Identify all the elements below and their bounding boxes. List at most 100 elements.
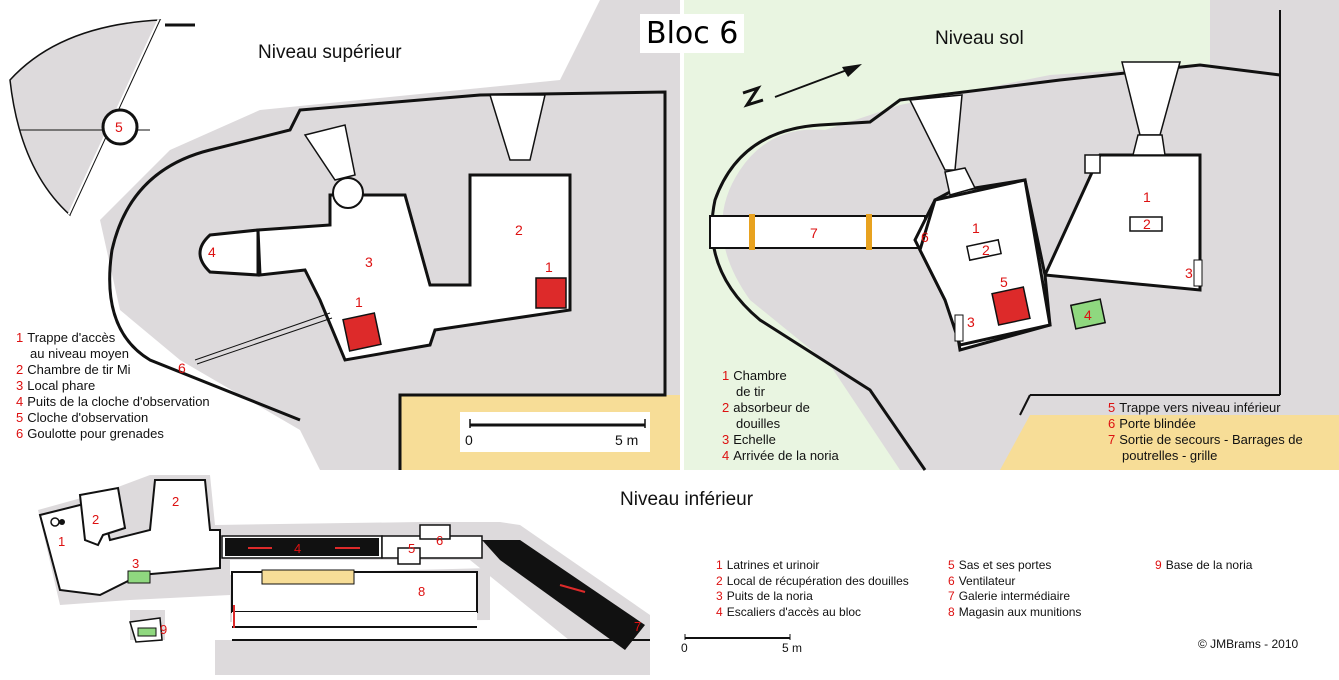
ground-level-plan: 7 6 1 2 5 1 2 3 3 4 [684, 0, 1339, 471]
legend-number: 3 [722, 432, 730, 447]
lower-label-2a: 2 [92, 512, 99, 527]
legend-number: 5 [16, 410, 24, 425]
legend-text: au niveau moyen [30, 346, 130, 361]
legend-text: Galerie intermédiaire [958, 589, 1071, 603]
legend-row: poutrelles - grille [1108, 448, 1303, 464]
ground-label-2b: 2 [1143, 216, 1151, 232]
upper-label-3: 3 [365, 254, 373, 270]
legend-text: poutrelles - grille [1122, 448, 1218, 463]
legend-number: 4 [716, 604, 723, 619]
lower-label-4: 4 [294, 541, 301, 556]
legend-number: 5 [948, 558, 955, 572]
scale-five-lower: 5 m [782, 641, 802, 655]
legend-text: Puits de la noria [726, 589, 813, 603]
lower-level-title: Niveau inférieur [620, 489, 754, 510]
legend-number: 7 [948, 589, 955, 603]
legend-number: 8 [948, 604, 955, 619]
upper-label-5: 5 [115, 119, 123, 135]
legend-text: Local phare [27, 378, 96, 393]
legend-text: douilles [736, 416, 781, 431]
legend-number: 3 [16, 378, 24, 393]
legend-text: Echelle [733, 432, 776, 447]
upper-level-plan: 0 5 m 5 4 3 2 1 1 6 [9, 0, 680, 470]
legend-number: 4 [16, 394, 24, 409]
legend-number: 9 [1155, 558, 1162, 572]
legend-text: Local de récupération des douilles [726, 573, 909, 588]
legend-number: 6 [1108, 416, 1116, 431]
lower-label-1: 1 [58, 534, 65, 549]
ground-label-3a: 3 [1185, 265, 1193, 281]
legend-text: Puits de la cloche d'observation [27, 394, 210, 409]
ground-label-5: 5 [1000, 274, 1008, 290]
upper-label-2: 2 [515, 222, 523, 238]
lower-label-6: 6 [436, 533, 443, 548]
lower-label-7: 7 [634, 619, 641, 634]
legend-text: Magasin aux munitions [958, 604, 1082, 619]
legend-number: 7 [1108, 432, 1116, 447]
ground-label-4: 4 [1084, 307, 1092, 323]
scale-zero-upper: 0 [465, 432, 473, 448]
legend-number: 2 [16, 362, 24, 377]
scale-five-upper: 5 m [615, 432, 638, 448]
ground-label-1a: 1 [972, 220, 980, 236]
legend-number: 3 [716, 589, 723, 603]
stairs-4 [225, 538, 379, 556]
legend-text: Trappe vers niveau inférieur [1119, 400, 1281, 415]
legend-row: de tir [722, 384, 839, 400]
legend-number: 6 [16, 426, 24, 441]
lower-label-5: 5 [408, 541, 415, 556]
legend-row: douilles [722, 416, 839, 432]
legend-text: Trappe d'accès [27, 330, 116, 345]
legend-text: Latrines et urinoir [726, 558, 820, 572]
legend-text: Sortie de secours - Barrages de [1119, 432, 1303, 447]
legend-text: de tir [736, 384, 765, 399]
upper-label-1b: 1 [355, 294, 363, 310]
upper-label-4: 4 [208, 244, 216, 260]
legend-text: Arrivée de la noria [733, 448, 839, 463]
legend-number: 2 [716, 573, 723, 588]
legend-text: Ventilateur [958, 573, 1016, 588]
legend-text: Sas et ses portes [958, 558, 1052, 572]
ground-label-6: 6 [921, 229, 929, 245]
legend-number: 4 [722, 448, 730, 463]
ground-label-3b: 3 [967, 314, 975, 330]
legend-number: 1 [722, 368, 730, 383]
legend-text: Chambre de tir Mi [27, 362, 131, 377]
ground-label-7: 7 [810, 225, 818, 241]
legend-number: 1 [716, 558, 723, 572]
ground-label-2a: 2 [982, 242, 990, 258]
lower-label-3: 3 [132, 556, 139, 571]
copyright: © JMBrams - 2010 [1198, 637, 1299, 651]
legend-text: Chambre [733, 368, 787, 383]
ground-label-1b: 1 [1143, 189, 1151, 205]
lower-label-8: 8 [418, 584, 425, 599]
legend-text: Goulotte pour grenades [27, 426, 164, 441]
legend-text: Base de la noria [1165, 558, 1253, 572]
scale-zero-lower: 0 [681, 641, 688, 655]
